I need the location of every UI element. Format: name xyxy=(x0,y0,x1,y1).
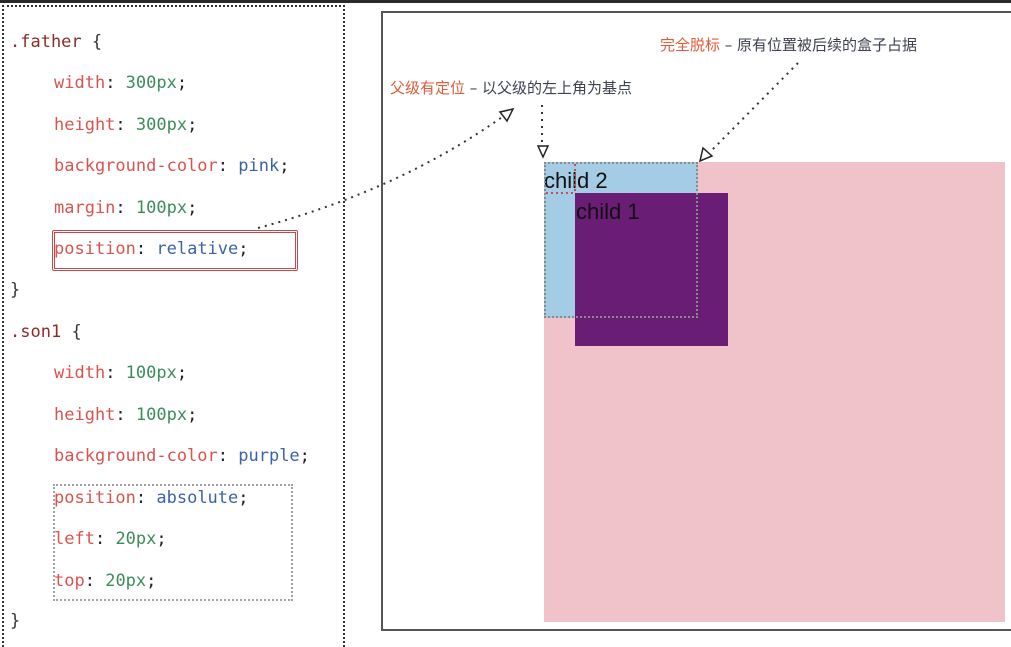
css-property: height xyxy=(54,405,116,425)
child1-box xyxy=(575,193,728,346)
original-position-outline xyxy=(544,162,698,318)
css-property: background-color xyxy=(54,156,218,176)
annotation-highlight: 父级有定位 xyxy=(390,79,466,97)
son-selector: .son1 xyxy=(10,322,62,342)
code-line-position-relative: position: relative; xyxy=(54,239,249,259)
css-value: absolute xyxy=(156,488,239,508)
annotation-text: – 以父级的左上角为基点 xyxy=(465,79,633,97)
css-property: margin xyxy=(54,198,116,218)
css-value: relative xyxy=(156,239,239,259)
code-line-close-brace: } xyxy=(10,611,20,631)
css-value: 20px xyxy=(115,529,157,549)
css-property: top xyxy=(54,571,85,591)
code-line: height: 100px; xyxy=(54,405,198,425)
css-property: height xyxy=(54,115,116,135)
annotation-out-of-flow: 完全脱标 – 原有位置被后续的盒子占据 xyxy=(660,34,917,55)
code-line: top: 20px; xyxy=(54,571,157,591)
demo-panel xyxy=(381,11,1011,631)
father-selector: .father xyxy=(10,32,82,52)
code-line: height: 300px; xyxy=(54,115,198,135)
code-panel xyxy=(2,5,345,647)
annotation-parent-positioned: 父级有定位 – 以父级的左上角为基点 xyxy=(390,77,632,98)
close-brace: } xyxy=(10,280,21,300)
code-line: width: 100px; xyxy=(54,363,188,383)
css-value: 100px xyxy=(135,198,188,218)
code-line: left: 20px; xyxy=(54,529,167,549)
css-property: position xyxy=(54,239,136,259)
css-value: 100px xyxy=(135,405,188,425)
position-absolute-group-box xyxy=(53,484,293,601)
top-bar xyxy=(0,0,1011,3)
css-value: 20px xyxy=(105,571,147,591)
annotation-highlight: 完全脱标 xyxy=(660,36,721,54)
code-line: position: absolute; xyxy=(54,488,249,508)
css-value: pink xyxy=(238,156,280,176)
annotation-text: – 原有位置被后续的盒子占据 xyxy=(720,36,918,54)
css-value: 300px xyxy=(125,73,177,93)
css-property: position xyxy=(54,488,136,508)
code-line: width: 300px; xyxy=(54,73,188,93)
code-line-son-selector: .son1 { xyxy=(10,322,82,342)
css-value: 300px xyxy=(135,115,188,135)
open-brace: { xyxy=(71,322,82,342)
css-property: background-color xyxy=(54,446,218,466)
position-relative-highlight-box xyxy=(52,230,298,271)
css-property: left xyxy=(54,529,95,549)
css-value: purple xyxy=(238,446,300,466)
open-brace: { xyxy=(91,32,103,52)
code-line: margin: 100px; xyxy=(54,198,198,218)
code-line: background-color: purple; xyxy=(54,446,310,466)
code-line-close-brace: } xyxy=(10,280,20,300)
close-brace: } xyxy=(10,611,21,631)
css-property: width xyxy=(54,363,106,383)
child1-label: child 1 xyxy=(576,199,640,224)
code-line: background-color: pink; xyxy=(54,156,290,176)
css-property: width xyxy=(54,73,106,93)
css-value: 100px xyxy=(125,363,177,383)
code-line-father-selector: .father { xyxy=(10,32,102,52)
